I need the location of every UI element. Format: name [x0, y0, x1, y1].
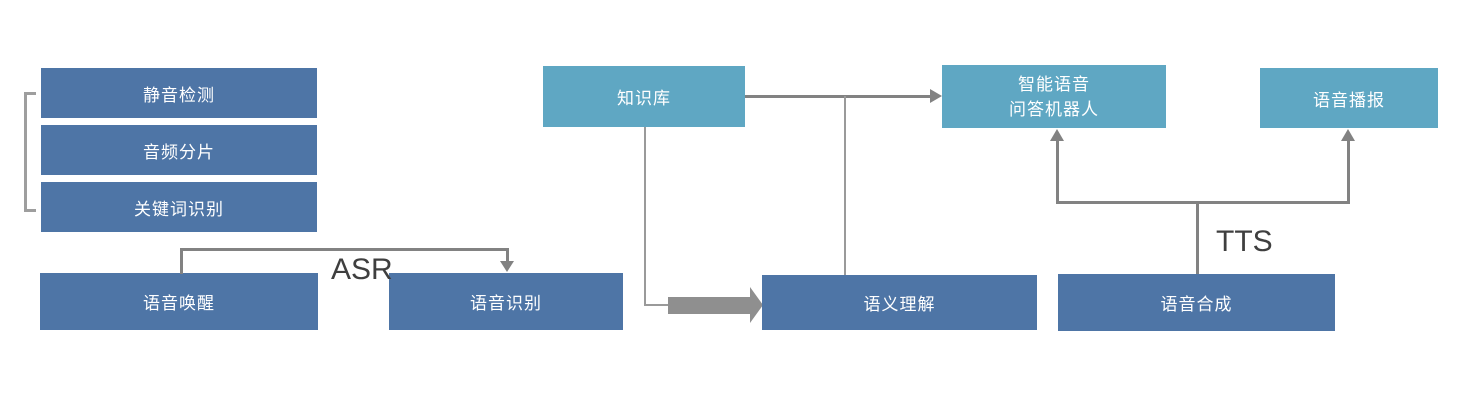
- tts-right-up-line: [1347, 140, 1350, 201]
- tts-stem-line: [1196, 201, 1199, 274]
- kb-to-robot-line: [745, 95, 931, 98]
- node-keyword-recognition: 关键词识别: [41, 182, 317, 232]
- node-label: 关键词识别: [134, 199, 224, 219]
- asr-arrowhead-icon: [500, 261, 514, 272]
- node-speech-synthesis: 语音合成: [1058, 274, 1335, 331]
- node-label: 语音唤醒: [143, 294, 215, 313]
- asr-connector-across-segment: [180, 248, 509, 251]
- tts-left-up-line: [1056, 140, 1059, 201]
- node-voice-wakeup: 语音唤醒: [40, 273, 318, 330]
- tts-right-arrowhead-icon: [1341, 129, 1355, 141]
- node-label: 语音识别: [470, 294, 542, 313]
- tts-edge-label: TTS: [1216, 225, 1273, 258]
- kb-down-line: [644, 127, 646, 306]
- node-label: 语义理解: [863, 295, 936, 314]
- node-audio-segmentation: 音频分片: [41, 125, 317, 175]
- node-label: 知识库: [617, 89, 671, 108]
- node-label: 音频分片: [143, 142, 215, 162]
- asr-edge-label: ASR: [331, 253, 393, 286]
- node-label: 静音检测: [143, 85, 215, 105]
- node-label: 智能语音 问答机器人: [1009, 74, 1099, 119]
- kb-to-robot-arrowhead-icon: [930, 89, 942, 103]
- node-label: 语音合成: [1160, 295, 1233, 314]
- kb-block-arrowhead-icon: [750, 287, 763, 323]
- kb-elbow-line: [644, 304, 669, 306]
- group-bracket: [24, 92, 36, 212]
- kb-branch-drop-line: [844, 96, 846, 275]
- tts-left-arrowhead-icon: [1050, 129, 1064, 141]
- tts-fork-horizontal-line: [1056, 201, 1350, 204]
- node-silence-detection: 静音检测: [41, 68, 317, 118]
- asr-connector-down-segment: [506, 248, 509, 262]
- node-qa-robot: 智能语音 问答机器人: [942, 65, 1166, 128]
- asr-connector-up-segment: [180, 248, 183, 274]
- kb-block-arrow-body: [668, 297, 751, 314]
- node-semantic-understanding: 语义理解: [762, 275, 1037, 330]
- node-label: 语音播报: [1313, 90, 1385, 110]
- node-knowledge-base: 知识库: [543, 66, 745, 127]
- node-voice-broadcast: 语音播报: [1260, 68, 1438, 128]
- node-speech-recognition: 语音识别: [389, 273, 623, 330]
